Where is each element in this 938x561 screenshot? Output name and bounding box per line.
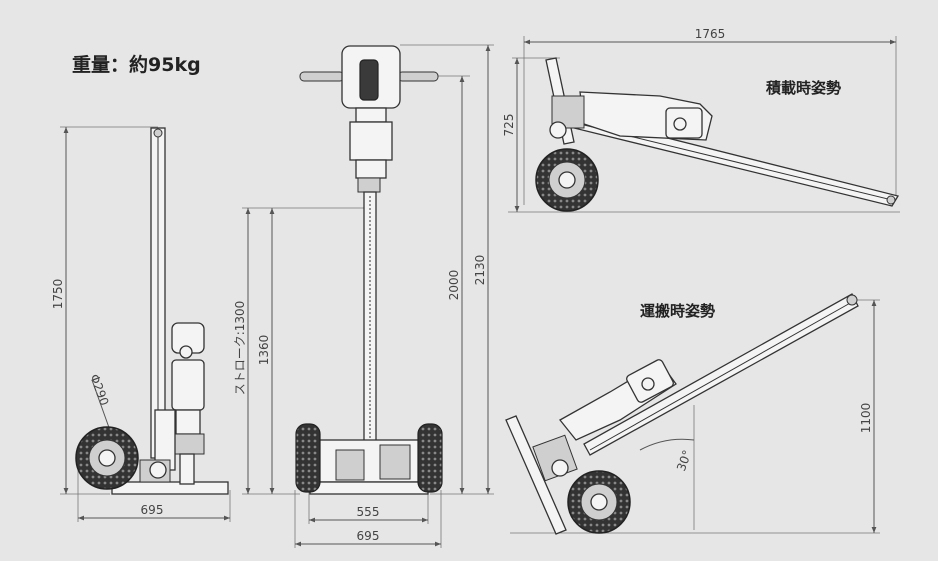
side-width-label: 695 bbox=[141, 503, 164, 517]
loading-posture-title: 積載時姿勢 bbox=[766, 79, 842, 97]
transport-angle-label: 30° bbox=[674, 448, 694, 473]
width-695-label: 695 bbox=[357, 529, 380, 543]
loading-posture-view: 1765 725 bbox=[502, 27, 900, 213]
wheel-diameter-label: Φ290 bbox=[87, 372, 111, 407]
load-height-label: 725 bbox=[502, 114, 516, 137]
height-2130-label: 2130 bbox=[473, 255, 487, 286]
transport-height-label: 1100 bbox=[859, 403, 873, 434]
load-length-label: 1765 bbox=[695, 27, 726, 41]
front-view: ストローク:1300 1360 2000 2130 555 695 bbox=[233, 44, 494, 548]
width-555-label: 555 bbox=[357, 505, 380, 519]
height-1360-label: 1360 bbox=[257, 335, 271, 366]
side-view: 1750 695 Φ290 bbox=[51, 126, 231, 522]
side-height-label: 1750 bbox=[51, 279, 65, 310]
transport-posture-view: 1100 30° bbox=[505, 293, 880, 535]
stroke-label: ストローク:1300 bbox=[233, 301, 247, 396]
height-2000-label: 2000 bbox=[447, 270, 461, 301]
weight-label: 重量：約95kg bbox=[72, 54, 201, 76]
transport-posture-title: 運搬時姿勢 bbox=[640, 302, 716, 320]
